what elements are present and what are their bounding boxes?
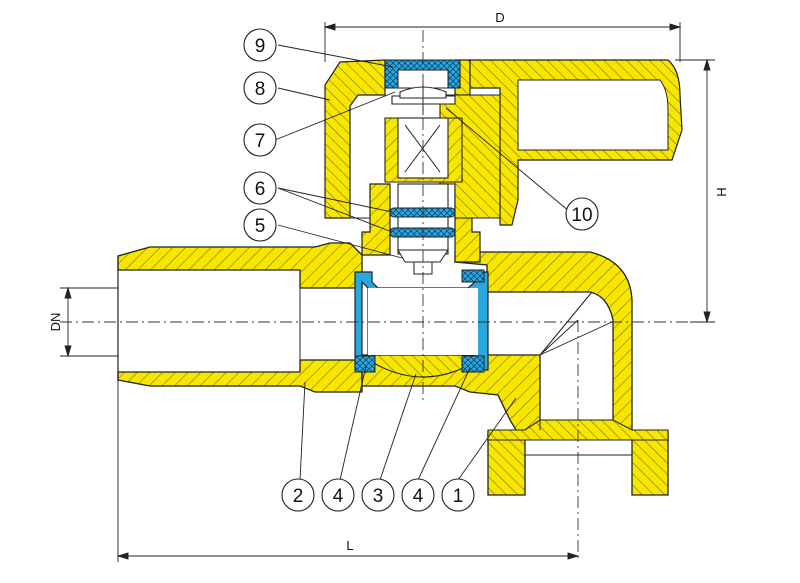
dimension-labels: D H DN L [48, 10, 729, 553]
callout-1 [441, 478, 475, 512]
callout-4a [321, 478, 355, 512]
inlet-top-wall [117, 242, 363, 289]
dim-label-h: H [714, 187, 729, 196]
bonnet-left [361, 183, 391, 256]
seat-right [461, 355, 485, 373]
callout-numbers: 9 8 7 6 5 10 2 4 3 4 1 [255, 36, 593, 507]
callout-number-4b: 4 [413, 486, 424, 507]
callout-9 [243, 28, 277, 62]
callout-number-6: 6 [255, 179, 266, 200]
top-cap-seal [384, 59, 461, 89]
callout-number-1: 1 [453, 486, 464, 507]
handle-arm-inner [517, 79, 669, 151]
o-ring-lower [389, 227, 456, 238]
callout-8 [243, 71, 277, 105]
callout-7 [243, 123, 277, 157]
ball-and-seats [354, 269, 489, 378]
callout-4b [401, 478, 435, 512]
callout-number-9: 9 [255, 36, 266, 57]
dim-label-dn: DN [48, 313, 63, 332]
callout-number-8: 8 [255, 79, 266, 100]
outlet-nut-right [631, 431, 669, 496]
handle-screw [391, 84, 456, 115]
callout-number-10: 10 [571, 205, 592, 226]
dimension-lines [60, 22, 715, 562]
outlet-nut [487, 431, 526, 496]
o-ring-upper [389, 207, 456, 218]
body-upper-right [454, 251, 633, 433]
callout-bubbles [243, 28, 599, 512]
callout-2 [281, 478, 315, 512]
center-lines [60, 30, 700, 560]
callout-number-4a: 4 [333, 486, 344, 507]
callout-10 [565, 197, 599, 231]
inlet-bottom-wall [117, 359, 363, 393]
dim-label-d: D [495, 10, 504, 25]
callout-number-2: 2 [293, 486, 304, 507]
callout-6 [243, 171, 277, 205]
stem-o-rings [389, 207, 456, 238]
dim-label-l: L [346, 538, 353, 553]
callout-number-5: 5 [255, 216, 266, 237]
callout-number-3: 3 [373, 486, 384, 507]
leader-lines [274, 44, 613, 481]
callout-5 [243, 208, 277, 242]
callout-number-7: 7 [255, 131, 266, 152]
valve-stem [384, 117, 463, 275]
handle-cap [324, 59, 386, 219]
callout-3 [361, 478, 395, 512]
